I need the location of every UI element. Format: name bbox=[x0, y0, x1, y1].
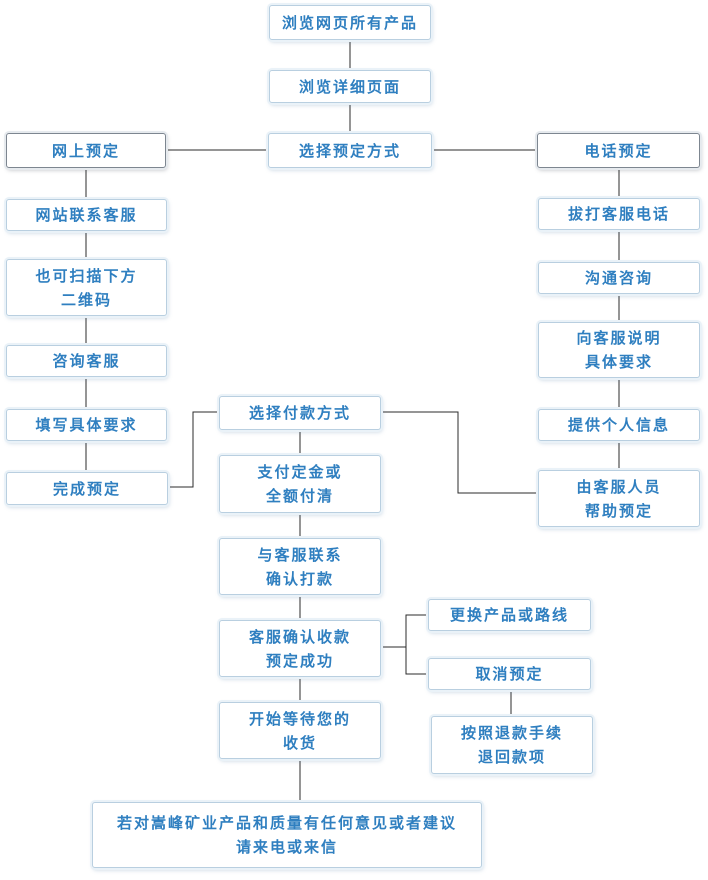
node-browse-detail-page: 浏览详细页面 bbox=[269, 70, 431, 103]
node-phone-booking: 电话预定 bbox=[537, 133, 700, 168]
node-pay-deposit-or-full: 支付定金或 全额付清 bbox=[219, 455, 381, 513]
node-site-contact-service: 网站联系客服 bbox=[6, 199, 167, 231]
node-choose-payment-method: 选择付款方式 bbox=[219, 396, 381, 430]
node-browse-all-products: 浏览网页所有产品 bbox=[269, 5, 431, 40]
node-communicate-consult: 沟通咨询 bbox=[538, 262, 700, 294]
node-online-booking: 网上预定 bbox=[6, 133, 166, 168]
node-payment-confirmed: 客服确认收款 预定成功 bbox=[219, 620, 381, 677]
node-call-service: 拔打客服电话 bbox=[538, 198, 700, 230]
node-contact-confirm-payment: 与客服联系 确认打款 bbox=[219, 538, 381, 595]
node-wait-delivery: 开始等待您的 收货 bbox=[219, 702, 381, 759]
node-explain-requirements: 向客服说明 具体要求 bbox=[538, 322, 700, 378]
node-staff-help-booking: 由客服人员 帮助预定 bbox=[538, 470, 700, 527]
node-complete-booking: 完成预定 bbox=[6, 472, 168, 505]
node-cancel-booking: 取消预定 bbox=[428, 658, 591, 690]
node-fill-requirements: 填写具体要求 bbox=[6, 409, 167, 441]
node-refund-procedure: 按照退款手续 退回款项 bbox=[431, 716, 593, 774]
node-provide-personal-info: 提供个人信息 bbox=[538, 409, 700, 441]
node-change-product-route: 更换产品或路线 bbox=[428, 599, 591, 631]
node-choose-booking-method: 选择预定方式 bbox=[268, 133, 432, 168]
node-feedback: 若对嵩峰矿业产品和质量有任何意见或者建议 请来电或来信 bbox=[92, 802, 482, 868]
node-consult-service: 咨询客服 bbox=[6, 345, 167, 377]
node-scan-qr-code: 也可扫描下方 二维码 bbox=[6, 259, 167, 316]
